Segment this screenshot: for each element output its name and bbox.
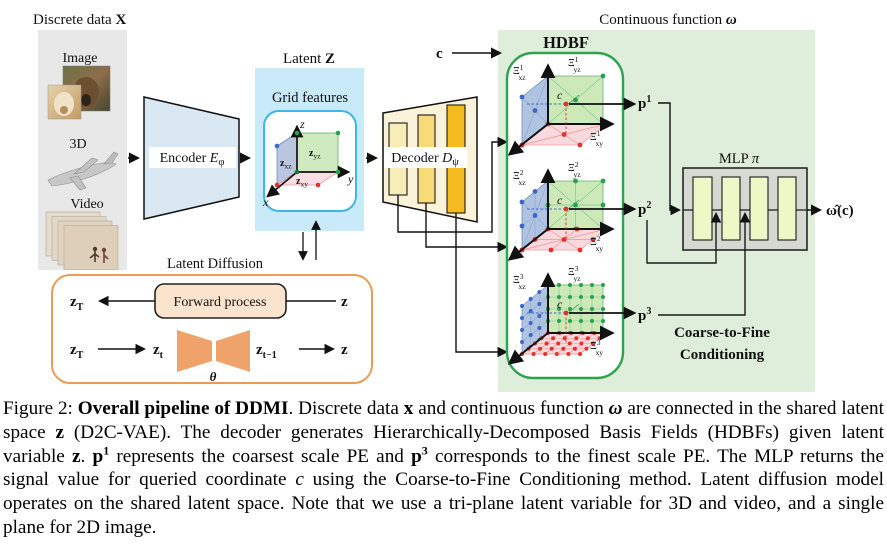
- z-yz-label: zyz: [309, 148, 321, 161]
- latent-triplane-cube: z y x zxz zyz zxy: [262, 117, 354, 209]
- caption-segment: Overall pipeline of DDMI: [77, 398, 289, 419]
- unet-right-shape: [216, 330, 250, 372]
- figure-caption: Figure 2: Overall pipeline of DDMI. Disc…: [0, 397, 887, 540]
- p2-label: p2: [638, 200, 651, 218]
- route-bar3-to-field3: [455, 213, 508, 358]
- latent-diffusion-box: [51, 274, 373, 384]
- caption-segment: represents the coarsest scale PE and: [109, 445, 412, 467]
- caption-segment: p: [411, 445, 422, 467]
- caption-segment: (D2C-VAE). The decoder generates Hierarc…: [3, 421, 884, 467]
- route-p1-to-mlp: [658, 102, 681, 216]
- caption-segment: z: [55, 421, 65, 443]
- coarse-to-fine-line2: Conditioning: [680, 347, 765, 363]
- encoder-label-strip: [149, 147, 236, 168]
- z-label-row1: z: [341, 294, 348, 310]
- coarse-to-fine-line1: Coarse-to-Fine: [674, 325, 770, 341]
- mlp-layer-3: [749, 176, 769, 241]
- p1-label: p1: [638, 94, 651, 112]
- threed-label: 3D: [69, 137, 86, 152]
- zt-label: zt: [153, 342, 164, 361]
- caption-segment: are connected in the shared latent space: [3, 398, 884, 443]
- discrete-data-title: Discrete data X: [33, 12, 126, 28]
- caption-segment: x: [403, 398, 414, 419]
- puppy-shape: [54, 92, 74, 116]
- puppy-snout-shape: [60, 106, 68, 114]
- mlp-layer-1: [692, 176, 713, 241]
- caption-segment: Figure 2:: [3, 398, 78, 419]
- zT-label-row1: zT: [70, 294, 84, 313]
- route-bar2-to-field2: [425, 203, 508, 253]
- mlp-title: MLP π: [719, 151, 760, 167]
- axis-y-label: y: [347, 172, 354, 186]
- video-label: Video: [70, 197, 103, 212]
- dog-snout-shape: [81, 94, 91, 106]
- z-xy-label: zxy: [296, 176, 308, 189]
- caption-segment: corresponds to the finest scale PE. The …: [3, 445, 884, 491]
- p3-label: p3: [638, 306, 651, 324]
- route-bar1-to-field1: [397, 136, 508, 233]
- theta-label: θ: [210, 369, 217, 384]
- mlp-layer-4: [777, 176, 797, 241]
- query-point-label: c: [557, 88, 563, 102]
- unet-left-shape: [177, 330, 212, 372]
- caption-segment: 1: [103, 443, 110, 458]
- caption-segment: using the Coarse-to-Fine Conditioning me…: [3, 469, 884, 538]
- route-p2-to-mlp: [646, 212, 722, 264]
- video-frames: [45, 211, 119, 270]
- forward-process-label: Forward process: [174, 295, 267, 310]
- coordinate-input-label: c: [436, 46, 443, 62]
- airplane-image: [47, 151, 119, 191]
- caption-segment: c: [295, 469, 304, 491]
- caption-segment: . Discrete data: [288, 398, 404, 419]
- z-xz-label: zxz: [280, 158, 292, 171]
- caption-segment: and continuous function: [413, 398, 609, 419]
- encoder-label: Encoder Eφ: [160, 151, 225, 168]
- query-point-label: c: [557, 297, 563, 311]
- query-point-label: c: [557, 193, 563, 207]
- route-p3-to-mlp: [658, 212, 751, 316]
- z-label-row2: z: [341, 342, 348, 358]
- mlp-layer-2: [721, 176, 741, 241]
- caption-segment: .: [80, 445, 93, 467]
- continuous-function-title: Continuous function ω: [599, 12, 737, 28]
- grid-features-label: Grid features: [272, 90, 348, 106]
- zT-label-row2: zT: [70, 342, 84, 361]
- hdbf-title: HDBF: [543, 33, 589, 52]
- latent-title: Latent Z: [283, 51, 335, 67]
- caption-segment: ω: [608, 398, 623, 419]
- caption-segment: 3: [421, 443, 428, 458]
- caption-segment: z: [72, 445, 81, 467]
- image-label: Image: [63, 51, 98, 66]
- axis-x-label: x: [262, 195, 269, 209]
- decoder-label: Decoder Dψ: [391, 151, 459, 168]
- output-label: ω̂(c): [826, 203, 854, 219]
- pipeline-diagram: Discrete data X Continuous function ω La…: [33, 12, 854, 392]
- axis-z-label: z: [299, 117, 305, 131]
- caption-segment: p: [92, 445, 104, 467]
- decoder-label-strip: [384, 147, 467, 168]
- zt-1-label: zt−1: [256, 342, 277, 361]
- latent-diffusion-title: Latent Diffusion: [167, 256, 264, 272]
